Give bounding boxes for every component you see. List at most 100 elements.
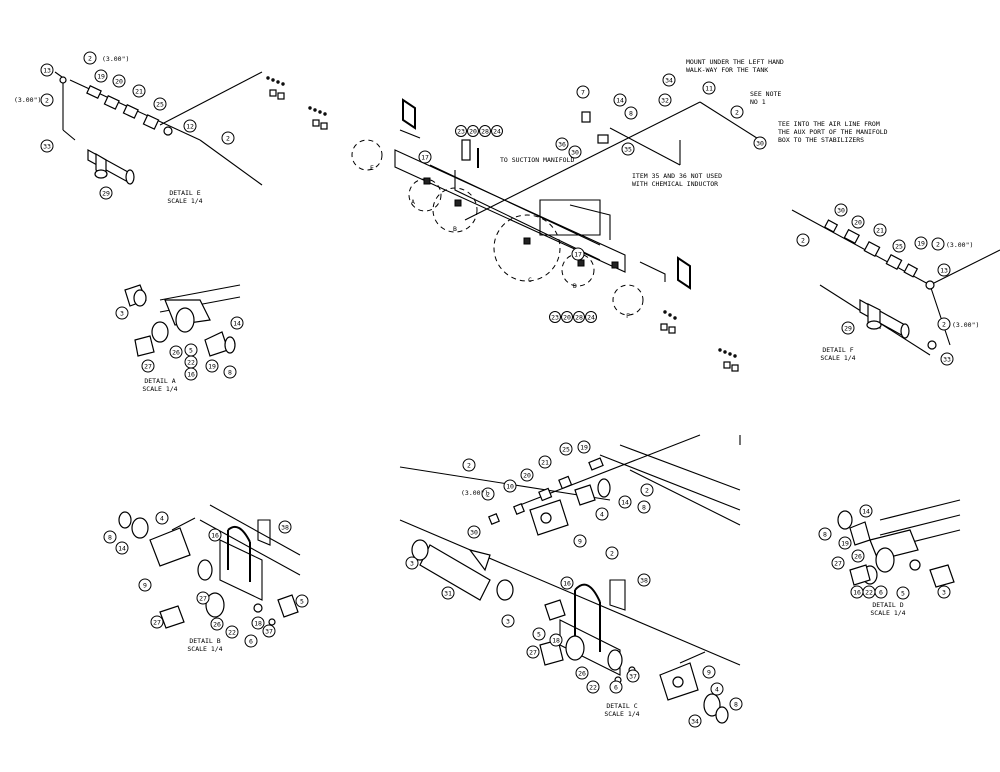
callout-f-19: 19 bbox=[917, 240, 925, 248]
note-see-1: SEE NOTE bbox=[750, 90, 781, 98]
callout-c-10: 10 bbox=[506, 483, 514, 491]
detail-b: 8 14 4 9 27 16 38 27 26 22 6 18 37 5 DET… bbox=[103, 504, 309, 653]
callout-a-8: 8 bbox=[228, 369, 232, 377]
detail-b-marker bbox=[432, 187, 478, 233]
detail-c: 2 20 21 19 25 2 10 4 14 8 2 30 9 3 2 31 … bbox=[399, 434, 743, 728]
callout-a-27: 27 bbox=[144, 363, 152, 371]
callout-b-4: 4 bbox=[160, 515, 164, 523]
callout-e-20: 20 bbox=[115, 78, 123, 86]
callout-d-6: 6 bbox=[879, 589, 883, 597]
callout-b-22: 22 bbox=[228, 629, 236, 637]
callout-main-34: 34 bbox=[665, 77, 673, 85]
callout-b-37: 37 bbox=[265, 628, 273, 636]
callout-main-8: 8 bbox=[629, 110, 633, 118]
callout-c-26: 26 bbox=[578, 670, 586, 678]
callout-c-20: 20 bbox=[523, 472, 531, 480]
callout-c-25b: 25 bbox=[562, 446, 570, 454]
callout-main-17a: 17 bbox=[421, 154, 429, 162]
note-see-2: NO 1 bbox=[750, 98, 766, 106]
marker-f-letter: F bbox=[626, 312, 630, 320]
callout-d-27: 27 bbox=[834, 560, 842, 568]
detail-b-title: DETAIL B bbox=[189, 637, 220, 645]
detail-f-scale: SCALE 1/4 bbox=[820, 354, 855, 362]
callout-e-12: 12 bbox=[186, 123, 194, 131]
detail-c-title: DETAIL C bbox=[606, 702, 637, 710]
detail-e: 13 2 19 20 21 25 12 2 2 33 29 (3.00") (3… bbox=[14, 51, 328, 205]
callout-e-13: 13 bbox=[43, 67, 51, 75]
callout-c-5: 5 bbox=[537, 631, 541, 639]
detail-d: 8 14 19 26 27 5 16 22 6 3 DETAIL D SCALE… bbox=[818, 499, 961, 617]
callout-main-35: 35 bbox=[624, 146, 632, 154]
callout-c-3b: 3 bbox=[506, 618, 510, 626]
dim-f-right: (3.00") bbox=[946, 241, 973, 249]
callout-a-3: 3 bbox=[120, 310, 124, 318]
detail-d-scale: SCALE 1/4 bbox=[870, 609, 905, 617]
callout-main-11: 11 bbox=[705, 85, 713, 93]
marker-a-letter: A bbox=[411, 198, 415, 206]
callout-c-8b: 8 bbox=[734, 701, 738, 709]
callout-c-8: 8 bbox=[642, 504, 646, 512]
callout-c-31: 31 bbox=[444, 590, 452, 598]
assembly-valves bbox=[423, 111, 619, 269]
callout-main-20a: 20 bbox=[469, 128, 477, 136]
callout-c-16: 16 bbox=[563, 580, 571, 588]
callout-c-2c: 2 bbox=[645, 487, 649, 495]
callout-b-18: 18 bbox=[254, 620, 262, 628]
detail-e-marker bbox=[351, 139, 383, 171]
callout-b-5: 5 bbox=[300, 598, 304, 606]
callout-f-2c: 2 bbox=[942, 321, 946, 329]
callout-c-6: 6 bbox=[614, 684, 618, 692]
main-assembly: E A B C D F 23 20 28 24 17 17 bbox=[351, 58, 888, 372]
callout-c-4b: 4 bbox=[715, 686, 719, 694]
callout-a-22: 22 bbox=[187, 359, 195, 367]
loose-fittings-top bbox=[266, 76, 328, 130]
callout-c-2d: 2 bbox=[610, 550, 614, 558]
dim-f-lower: (3.00") bbox=[952, 321, 979, 329]
callout-main-32: 32 bbox=[661, 97, 669, 105]
callout-f-25: 25 bbox=[895, 243, 903, 251]
callout-b-9: 9 bbox=[143, 582, 147, 590]
detail-b-scale: SCALE 1/4 bbox=[187, 645, 222, 653]
callout-e-25: 25 bbox=[156, 101, 164, 109]
callout-a-14: 14 bbox=[233, 320, 241, 328]
dim-e-top: (3.00") bbox=[102, 55, 129, 63]
callout-main-24b: 24 bbox=[587, 314, 595, 322]
note-suction: TO SUCTION MANIFOLD bbox=[500, 156, 574, 164]
callout-c-18: 18 bbox=[552, 637, 560, 645]
callout-b-16: 16 bbox=[211, 532, 219, 540]
callout-main-7: 7 bbox=[581, 89, 585, 97]
callout-c-9: 9 bbox=[578, 538, 582, 546]
marker-c-letter: C bbox=[528, 276, 532, 284]
callout-c-2b: 2 bbox=[486, 491, 490, 499]
callout-main-14: 14 bbox=[616, 97, 624, 105]
detail-c-marker bbox=[493, 214, 561, 282]
detail-c-scale: SCALE 1/4 bbox=[604, 710, 639, 718]
detail-a: 3 27 26 5 22 16 19 14 8 DETAIL A SCALE 1… bbox=[115, 284, 244, 393]
callout-main-20b: 20 bbox=[563, 314, 571, 322]
callout-c-22: 22 bbox=[589, 684, 597, 692]
marker-e-letter: E bbox=[370, 164, 374, 172]
detail-e-scale: SCALE 1/4 bbox=[167, 197, 202, 205]
callout-d-5: 5 bbox=[901, 590, 905, 598]
callout-e-29: 29 bbox=[102, 190, 110, 198]
callout-d-8: 8 bbox=[823, 531, 827, 539]
detail-e-title: DETAIL E bbox=[169, 189, 200, 197]
callout-c-14: 14 bbox=[621, 499, 629, 507]
callout-d-16: 16 bbox=[853, 589, 861, 597]
marker-d-letter: D bbox=[573, 282, 577, 290]
callout-main-28b: 28 bbox=[575, 314, 583, 322]
callout-c-3a: 3 bbox=[410, 560, 414, 568]
callout-c-21: 21 bbox=[541, 459, 549, 467]
callout-e-2c: 2 bbox=[45, 97, 49, 105]
callout-b-26: 26 bbox=[213, 621, 221, 629]
callout-e-21: 21 bbox=[135, 88, 143, 96]
callout-a-26: 26 bbox=[172, 349, 180, 357]
callout-main-30a: 30 bbox=[571, 149, 579, 157]
callout-a-19: 19 bbox=[208, 363, 216, 371]
callout-e-2b: 2 bbox=[226, 135, 230, 143]
detail-f-marker bbox=[612, 284, 644, 316]
callout-f-2a: 2 bbox=[801, 237, 805, 245]
callout-a-16: 16 bbox=[187, 371, 195, 379]
callout-main-28a: 28 bbox=[481, 128, 489, 136]
